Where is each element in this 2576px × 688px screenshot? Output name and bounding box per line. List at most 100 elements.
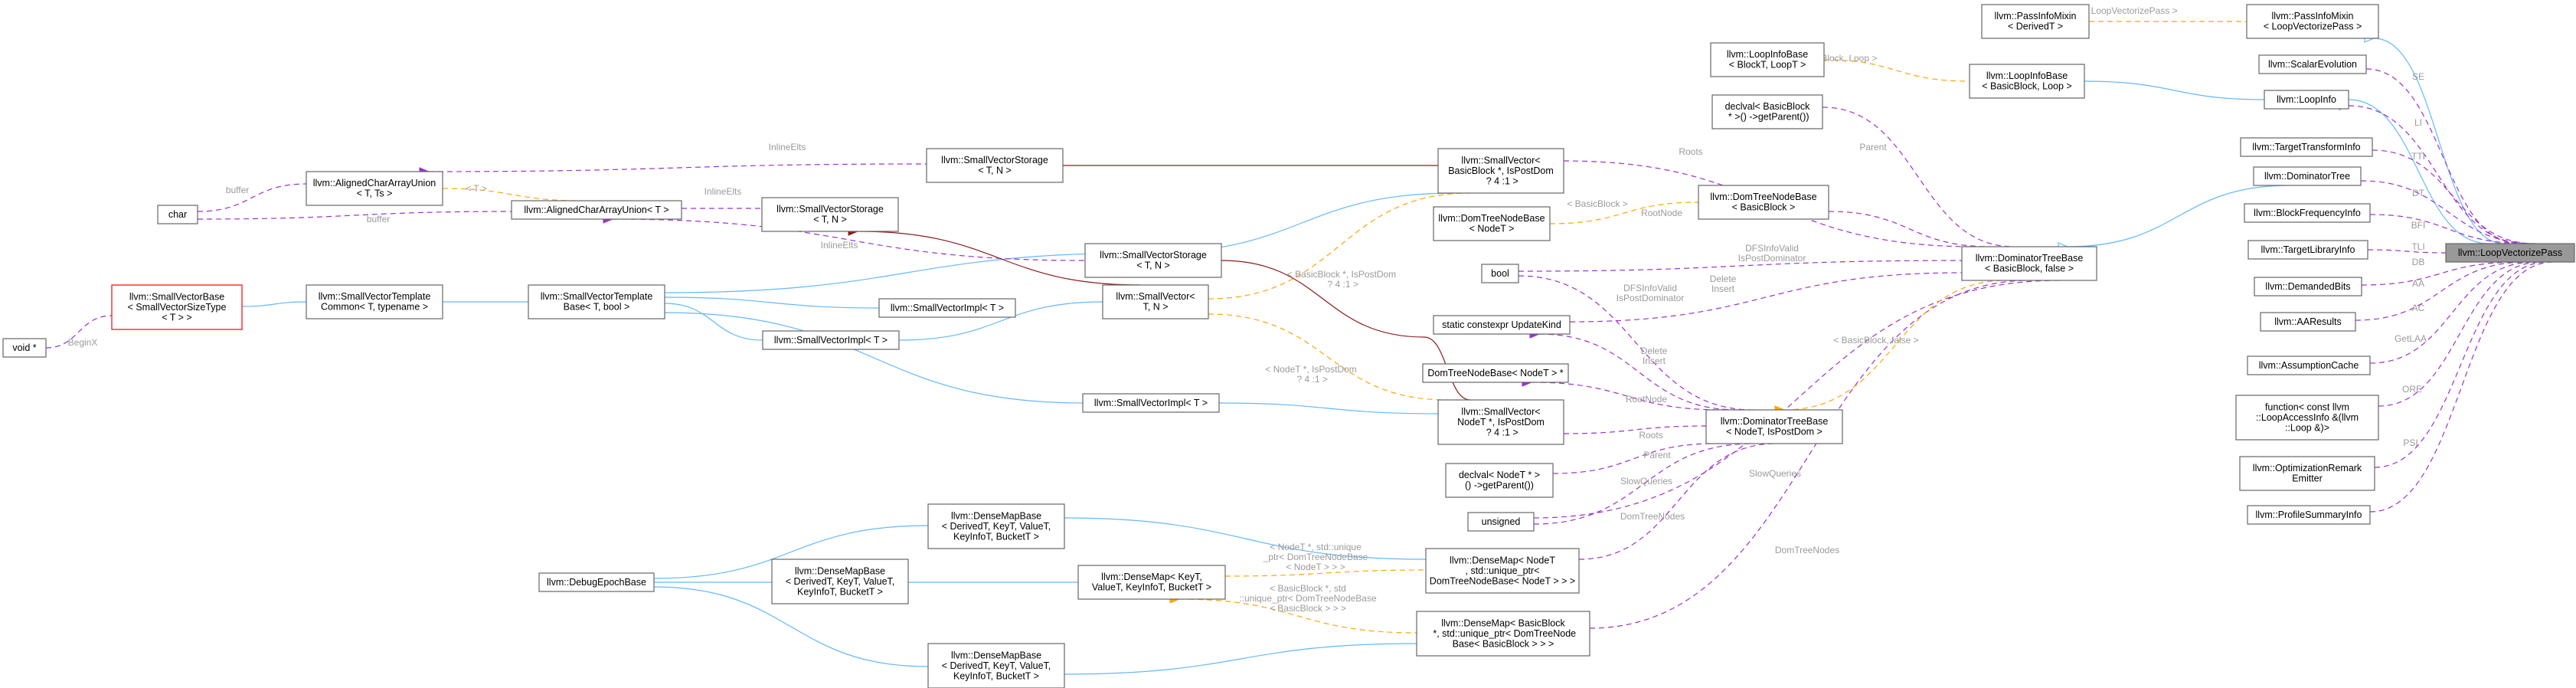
edge-densemapbase1-to-densemap_node [1064,518,1427,560]
node-label: llvm::SmallVectorStorage< T, N > [1100,250,1207,271]
class-node-domtreenodebase-bb[interactable]: llvm::DomTreeNodeBase< BasicBlock > [1698,185,1829,220]
class-node-assumptioncache[interactable]: llvm::AssumptionCache [2247,355,2371,375]
class-node-alignedunion-t[interactable]: llvm::AlignedCharArrayUnion< T > [511,200,682,220]
class-node-voidptr[interactable]: void * [2,338,47,358]
node-box [2253,166,2362,186]
class-node-svimpl1[interactable]: llvm::SmallVectorImpl< T > [878,298,1016,318]
edge-svtemplatebase-to-svimpl1 [665,297,880,309]
edge-domtreebase-to-domtreebase_bb [1784,280,2007,410]
class-node-function[interactable]: function< const llvm::LoopAccessInfo &(l… [2235,395,2379,441]
node-label: llvm::SmallVectorBase< SmallVectorSizeTy… [128,291,227,323]
class-node-bool[interactable]: bool [1481,264,1519,283]
class-node-densemapbase2[interactable]: llvm::DenseMapBase< DerivedT, KeyT, Valu… [771,559,909,604]
class-node-smallvector-node[interactable]: llvm::SmallVector<NodeT *, IsPostDom ? 4… [1437,399,1564,445]
nodes-layer: llvm::LoopVectorizePass llvm::PassInfoMix… [2,4,2575,688]
node-box [926,148,1064,183]
class-node-char[interactable]: char [157,205,198,224]
edge-demandedbits-to-root [2362,261,2520,285]
edge-bool-to-domtreebase [1518,276,1754,411]
class-node-svstorage1[interactable]: llvm::SmallVectorStorage< T, N > [926,148,1064,183]
edge-label-rootnode2: RootNode [1626,394,1667,405]
node-box [1425,548,1580,594]
class-node-smallvector-tn[interactable]: llvm::SmallVector<T, N > [1102,284,1209,319]
class-node-loopinfobase-bb[interactable]: llvm::LoopInfoBase< BasicBlock, Loop > [1969,64,2085,99]
node-label: llvm::DominatorTreeBase< NodeT, IsPostDo… [1721,416,1829,437]
class-node-aaresults[interactable]: llvm::AAResults [2260,312,2356,332]
node-label: llvm::PassInfoMixin< DerivedT > [1995,11,2077,32]
edge-densemap_node-to-domtreebase [1579,443,1777,559]
class-node-root[interactable]: llvm::LoopVectorizePass [2445,243,2575,263]
class-node-updatekind[interactable]: static constexpr UpdateKind [1433,315,1571,335]
class-node-passinfomixin-lvp[interactable]: llvm::PassInfoMixin< LoopVectorizePass > [2246,4,2379,39]
class-node-bfi[interactable]: llvm::BlockFrequencyInfo [2244,203,2371,223]
node-box [1705,409,1843,444]
edge-assumptioncache-to-root [2370,261,2535,363]
class-node-smallvector-bb[interactable]: llvm::SmallVector<BasicBlock *, IsPostDo… [1437,148,1564,194]
node-label: llvm::AlignedCharArrayUnion< T, Ts > [313,178,436,199]
node-box [2,338,47,358]
class-node-svstorage3[interactable]: llvm::SmallVectorStorage< T, N > [1084,243,1222,278]
class-node-unsigned[interactable]: unsigned [1467,512,1535,532]
node-box [1481,264,1519,283]
edge-label-tli: TLI [2411,241,2424,252]
edge-smallvector_tn-to-smallvector_node [1208,314,1448,401]
edge-label-slowqueries1: SlowQueries [1620,476,1672,487]
class-node-densemap-bb[interactable]: llvm::DenseMap< BasicBlock *, std::uniqu… [1416,611,1590,657]
node-label: llvm::DominatorTreeBase< BasicBlock, fal… [1976,253,2084,274]
edge-tli-to-root [2368,250,2447,253]
class-node-svimpl3[interactable]: llvm::SmallVectorImpl< T > [1082,393,1220,413]
edge-declval_bb-to-domtreebase_bb [1822,107,2015,247]
class-node-declval-bb[interactable]: declval< BasicBlock * >() ->getParent()) [1711,94,1823,129]
edge-label-sv-bb-tmpl: < BasicBlock *, IsPostDom ? 4 :1 > [1287,269,1396,290]
edge-loopinfobase-to-loopinfobase_bb [1824,60,1970,82]
class-node-loopinfobase[interactable]: llvm::LoopInfoBase< BlockT, LoopT > [1710,42,1825,77]
edge-label-passinfo: < LoopVectorizePass > [2083,5,2177,16]
node-label: function< const llvm::LoopAccessInfo &(l… [2256,401,2359,433]
edge-labels-layer: < LoopVectorizePass >SELITTIDTBFITLIDBAA… [68,5,2427,614]
edge-debugepochbase-to-densemapbase1 [654,525,929,578]
class-node-svstorage2[interactable]: llvm::SmallVectorStorage< T, N > [761,197,899,232]
node-box [2235,395,2379,441]
edge-unsigned-to-domtreebase [1534,443,1754,524]
edge-domtreenodebase-to-domtreenodebase_bb [1550,201,1699,224]
class-node-densemap[interactable]: llvm::DenseMap< KeyT,ValueT, KeyInfoT, B… [1077,565,1226,600]
edge-densemap-to-densemap_node [1225,569,1427,576]
node-box [1433,206,1551,241]
class-node-psi[interactable]: llvm::ProfileSummaryInfo [2247,505,2371,525]
class-node-declval-node[interactable]: declval< NodeT * >() ->getParent()) [1445,463,1554,498]
class-node-domtree[interactable]: llvm::DominatorTree [2253,166,2362,186]
class-node-densemap-node[interactable]: llvm::DenseMap< NodeT, std::unique_ptr<D… [1425,548,1580,594]
class-node-domtreebase[interactable]: llvm::DominatorTreeBase< NodeT, IsPostDo… [1705,409,1843,444]
node-box [1102,284,1209,319]
edge-ore-to-root [2375,261,2548,467]
edges-layer [46,21,2554,674]
class-node-densemapbase3[interactable]: llvm::DenseMapBase< DerivedT, KeyT, Valu… [927,643,1065,688]
edge-label-getlaa: GetLAA [2395,333,2427,344]
class-node-densemapbase1[interactable]: llvm::DenseMapBase< DerivedT, KeyT, Valu… [927,503,1065,549]
edge-svimpl2-to-smallvector_tn [899,301,1103,340]
class-node-demandedbits[interactable]: llvm::DemandedBits [2254,277,2362,296]
class-node-svimpl2[interactable]: llvm::SmallVectorImpl< T > [762,330,900,350]
class-node-tti[interactable]: llvm::TargetTransformInfo [2240,137,2373,157]
class-node-loopinfo[interactable]: llvm::LoopInfo [2264,90,2349,110]
class-node-domtreebase-bb[interactable]: llvm::DominatorTreeBase< BasicBlock, fal… [1961,246,2097,281]
edge-label-domtreenodes2: DomTreeNodes [1775,545,1839,555]
class-node-domtreenodeptr[interactable]: DomTreeNodeBase< NodeT > * [1422,363,1569,383]
class-node-passinfomixin[interactable]: llvm::PassInfoMixin< DerivedT > [1981,4,2090,39]
class-node-svbase[interactable]: llvm::SmallVectorBase< SmallVectorSizeTy… [111,284,243,330]
class-node-tli[interactable]: llvm::TargetLibraryInfo [2247,240,2368,260]
node-label: llvm::DenseMap< BasicBlock *, std::uniqu… [1430,618,1576,649]
class-node-scalarevolution[interactable]: llvm::ScalarEvolution [2258,54,2367,74]
class-node-domtreenodebase[interactable]: llvm::DomTreeNodeBase< NodeT > [1433,206,1551,241]
class-node-debugepochbase[interactable]: llvm::DebugEpochBase [538,572,655,592]
edge-updatekind-to-domtreebase_bb [1570,272,1963,322]
edge-label-slowqueries2: SlowQueries [1749,468,1801,479]
node-box [2264,90,2349,110]
class-node-alignedunion-ts[interactable]: llvm::AlignedCharArrayUnion< T, Ts > [306,171,443,206]
node-box [1445,463,1554,498]
node-box [511,200,682,220]
